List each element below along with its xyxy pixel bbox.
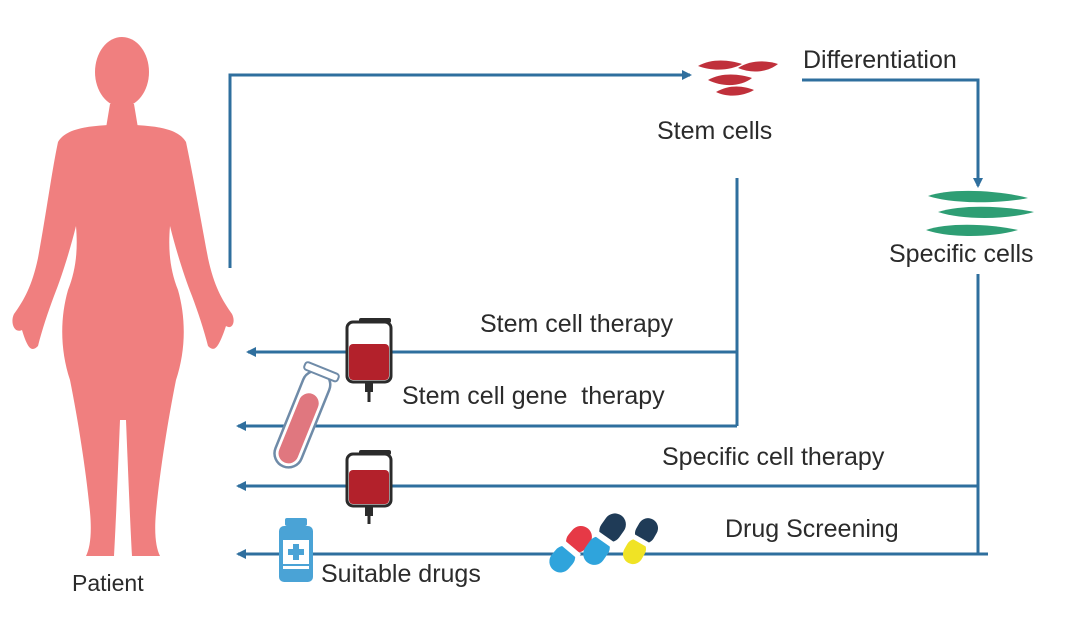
test-tube-icon (273, 361, 340, 469)
patient-silhouette-icon (12, 37, 234, 556)
patient-to-stem-cells-arrow (228, 70, 692, 268)
specific-cells-icon (926, 190, 1034, 236)
differentiation-label: Differentiation (803, 46, 957, 74)
stem-cells-label: Stem cells (657, 117, 773, 145)
differentiation-arrow (802, 78, 983, 188)
specific-cell-therapy-label: Specific cell therapy (662, 443, 885, 471)
blood-bag-icon (345, 318, 393, 402)
stem-cells-icon (698, 60, 778, 96)
suitable-drugs-label: Suitable drugs (321, 560, 481, 588)
patient-label: Patient (72, 570, 144, 596)
medicine-bottle-icon (279, 518, 313, 582)
drug-screening-label: Drug Screening (725, 515, 899, 543)
stem-cell-gene-therapy-label: Stem cell gene therapy (402, 382, 665, 410)
stem-cell-therapy-label: Stem cell therapy (480, 310, 674, 338)
blood-bag-icon (345, 450, 393, 524)
specific-cells-label: Specific cells (889, 240, 1034, 268)
capsules-icon (549, 513, 658, 573)
